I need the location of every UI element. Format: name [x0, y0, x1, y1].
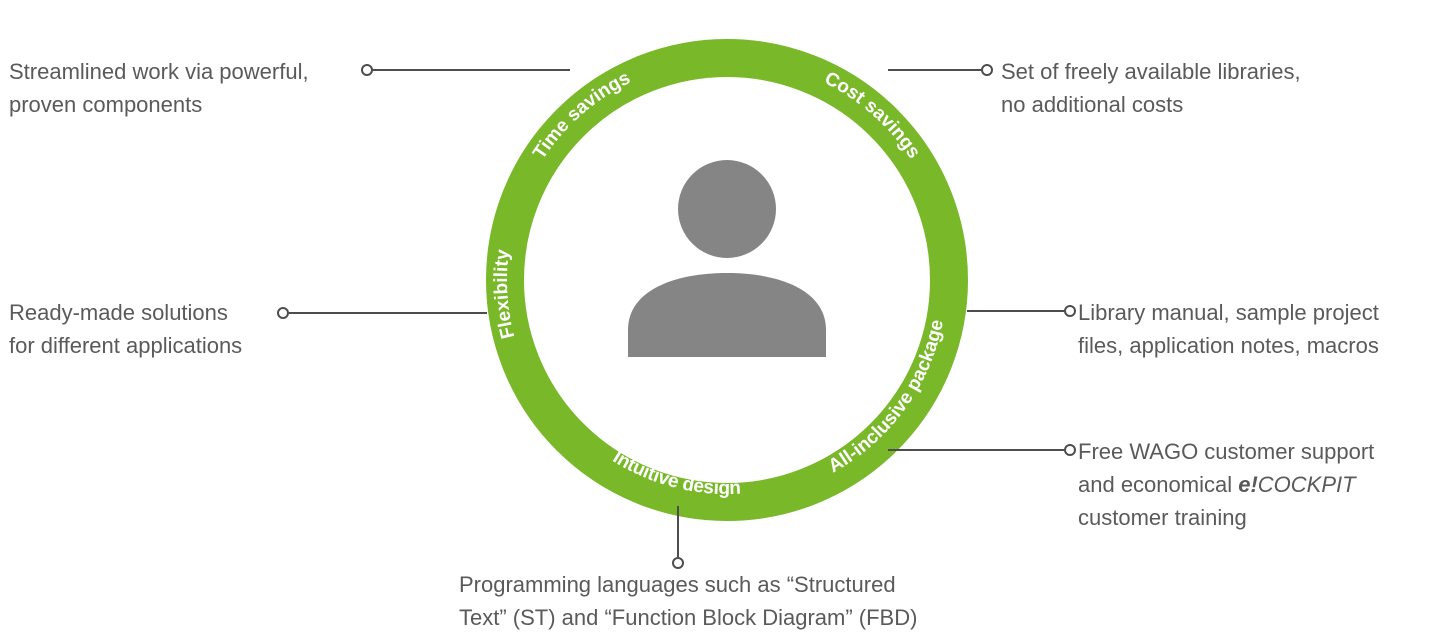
callout-line: and economical e!COCKPIT [1078, 468, 1374, 501]
connector-cost-savings [888, 64, 993, 76]
callout-line: Programming languages such as “Structure… [459, 572, 896, 597]
ring-label-time-savings: Time savings [529, 68, 634, 164]
callout-intuitive-design: Programming languages such as “Structure… [459, 568, 917, 634]
connector-time-savings [361, 64, 570, 76]
callout-line: Free WAGO customer support [1078, 439, 1375, 464]
callout-cost-savings: Set of freely available libraries, no ad… [1001, 55, 1301, 121]
benefits-ring [486, 39, 968, 521]
callout-line: for different applications [9, 333, 243, 358]
user-avatar-icon [628, 160, 826, 357]
callout-line: Streamlined work via powerful, [9, 59, 309, 84]
callout-line: no additional costs [1001, 92, 1184, 117]
callout-line: proven components [9, 92, 203, 117]
callout-support: Free WAGO customer support and economica… [1078, 435, 1374, 534]
callout-time-savings: Streamlined work via powerful, proven co… [9, 55, 309, 121]
callout-text: and economical [1078, 472, 1239, 497]
callout-line: Set of freely available libraries, [1001, 59, 1301, 84]
callout-line: Ready-made solutions [9, 300, 228, 325]
callout-all-inclusive-docs: Library manual, sample project files, ap… [1078, 296, 1379, 362]
connector-flexibility [277, 307, 487, 319]
callout-line: Text” (ST) and “Function Block Diagram” … [459, 605, 918, 630]
ecockpit-brand-mark: e! [1238, 472, 1258, 497]
callout-flexibility: Ready-made solutions for different appli… [9, 296, 242, 362]
callout-line: Library manual, sample project [1078, 300, 1379, 325]
connector-all-inclusive [967, 305, 1076, 317]
callout-line: files, application notes, macros [1078, 333, 1379, 358]
connector-intuitive-design [672, 506, 684, 569]
callout-line: customer training [1078, 505, 1247, 530]
connector-support [888, 444, 1076, 456]
ecockpit-brand-name: COCKPIT [1257, 472, 1356, 497]
